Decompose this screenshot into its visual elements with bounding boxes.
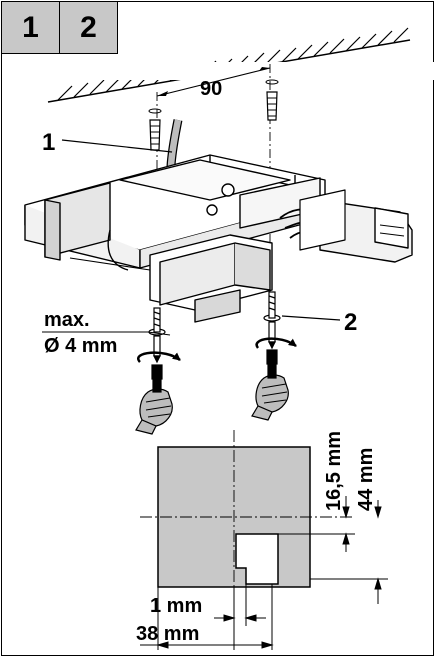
hand-right-icon — [251, 363, 289, 421]
spacing-value: 90 — [200, 78, 222, 100]
screw-left — [148, 307, 166, 380]
offset-vertical-label: 16,5 mm — [323, 431, 345, 511]
hand-left-icon — [135, 377, 173, 435]
vertical-dimensions — [278, 496, 388, 604]
total-height-label: 44 mm — [355, 448, 377, 511]
step-tabs: 1 2 — [2, 2, 118, 54]
step-tab-2: 2 — [60, 2, 118, 54]
offset-small-label: 1 mm — [150, 595, 202, 617]
callout-2-leader — [281, 315, 341, 321]
callout-2: 2 — [344, 309, 357, 336]
wall-plug-right — [265, 79, 279, 121]
step-tab-1: 1 — [2, 2, 60, 54]
wall-plug-left — [148, 108, 162, 151]
ceiling — [47, 27, 437, 103]
max-diameter: Ø 4 mm — [44, 335, 117, 357]
device-unit — [24, 154, 413, 323]
screw-right — [263, 291, 281, 365]
rotate-arrow-left — [136, 351, 181, 363]
offset-width-label: 38 mm — [136, 623, 199, 645]
horizontal-dimensions — [140, 584, 274, 650]
callout-1-leader — [61, 139, 173, 153]
max-label: max. — [44, 309, 90, 331]
rotate-arrow-right — [255, 337, 297, 349]
callout-1: 1 — [42, 129, 55, 156]
